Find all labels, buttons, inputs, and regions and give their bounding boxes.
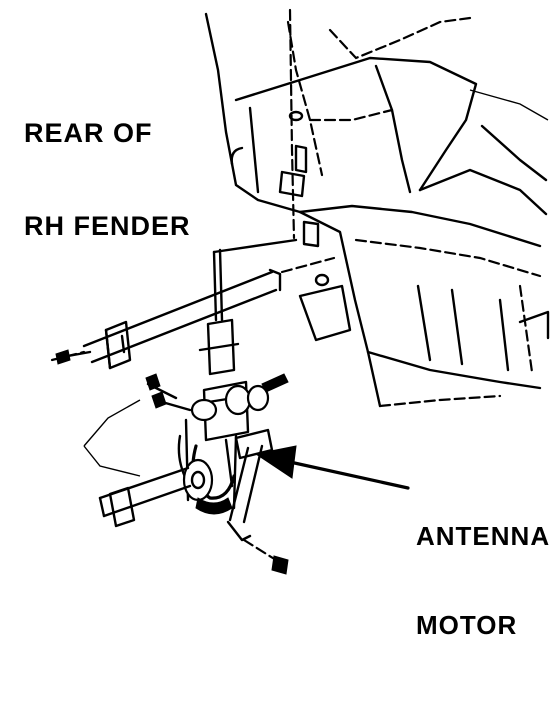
lower-screw bbox=[271, 555, 289, 575]
antenna-motor-callout-line1: ANTENNA bbox=[416, 520, 551, 551]
bracket-screw bbox=[55, 349, 71, 365]
motor-bolt-lower bbox=[151, 391, 167, 409]
fender-callout-line2: RH FENDER bbox=[24, 211, 191, 242]
fender-callout-line1: REAR OF bbox=[24, 118, 153, 149]
motor-bolt-upper bbox=[145, 373, 161, 391]
fender-callout: REAR OF RH FENDER bbox=[24, 56, 191, 304]
line-drawing bbox=[50, 8, 550, 575]
antenna-motor bbox=[145, 318, 289, 515]
lower-bracket bbox=[98, 428, 289, 575]
antenna-motor-diagram: REAR OF RH FENDER ANTENNA MOTOR bbox=[24, 8, 551, 640]
antenna-mast bbox=[212, 8, 298, 322]
fender-panel bbox=[204, 12, 550, 408]
motor-drain-tube bbox=[261, 373, 289, 393]
wiring-harness bbox=[50, 256, 336, 477]
mounting-bracket bbox=[55, 268, 282, 370]
antenna-motor-callout-line2: MOTOR bbox=[416, 610, 518, 641]
callout-arrow bbox=[254, 445, 410, 490]
